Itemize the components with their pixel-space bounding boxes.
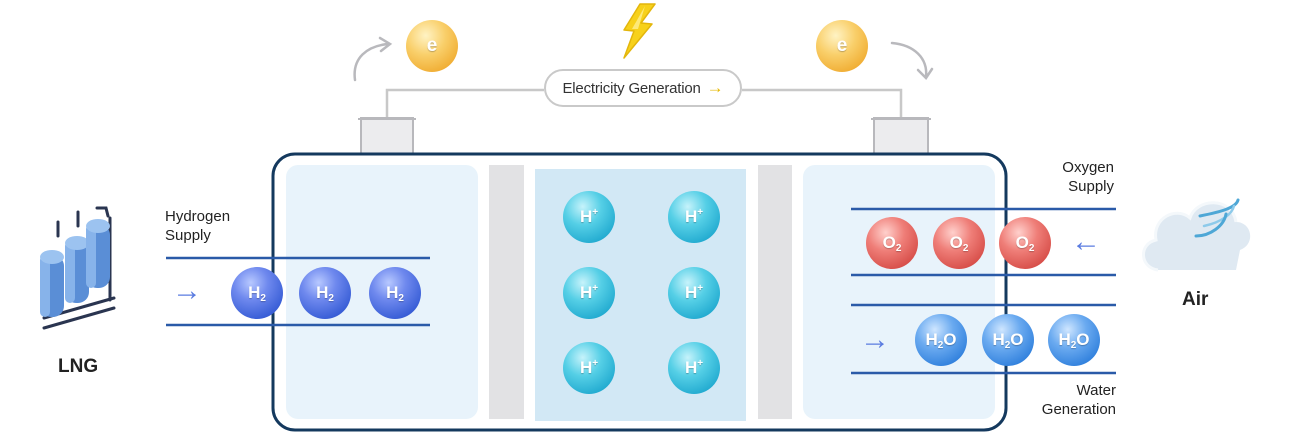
hydrogen-molecule: H2 [231, 267, 283, 319]
electron-flow-arrow-right [890, 41, 934, 80]
electron-left: e [406, 20, 458, 72]
hydrogen-ion: H+ [668, 342, 720, 394]
hydrogen-molecule: H2 [299, 267, 351, 319]
anode-terminal [360, 117, 414, 155]
water-outflow-arrow-icon: → [860, 323, 890, 356]
cathode-electrode [758, 165, 792, 419]
arrow-right-icon: → [706, 78, 724, 97]
hydrogen-ion: H+ [668, 267, 720, 319]
water-molecule: H2O [982, 314, 1034, 366]
cathode-terminal [873, 117, 929, 155]
oxygen-molecule: O2 [933, 217, 985, 269]
oxygen-inflow-arrow-icon: ← [1071, 225, 1101, 258]
external-circuit-wire [385, 88, 903, 118]
electron-right: e [816, 20, 868, 72]
water-molecule: H2O [1048, 314, 1100, 366]
oxygen-channel [851, 207, 1116, 277]
hydrogen-ion: H+ [668, 191, 720, 243]
water-molecule: H2O [915, 314, 967, 366]
electricity-generation-text: Electricity Generation [562, 79, 701, 97]
hydrogen-supply-label: Hydrogen Supply [165, 208, 231, 244]
air-label: Air [1182, 289, 1209, 310]
oxygen-supply-label: Oxygen Supply [1062, 159, 1114, 195]
water-channel [851, 303, 1116, 375]
hydrogen-molecule: H2 [369, 267, 421, 319]
cloud-wind-icon [1142, 198, 1251, 272]
oxygen-molecule: O2 [866, 217, 918, 269]
lightning-bolt-icon [623, 3, 656, 59]
hydrogen-channel [166, 256, 430, 327]
hydrogen-inflow-arrow-icon: → [172, 274, 202, 307]
electricity-generation-label: Electricity Generation → [544, 69, 742, 107]
hydrogen-ion: H+ [563, 267, 615, 319]
hydrogen-ion: H+ [563, 191, 615, 243]
lng-tanks-icon [40, 206, 116, 330]
hydrogen-ion: H+ [563, 342, 615, 394]
anode-electrode [489, 165, 524, 419]
cathode-chamber [803, 165, 995, 419]
oxygen-molecule: O2 [999, 217, 1051, 269]
lng-label: LNG [58, 356, 99, 377]
electron-flow-arrow-left [353, 36, 393, 82]
water-generation-label: Water Generation [1041, 382, 1116, 418]
